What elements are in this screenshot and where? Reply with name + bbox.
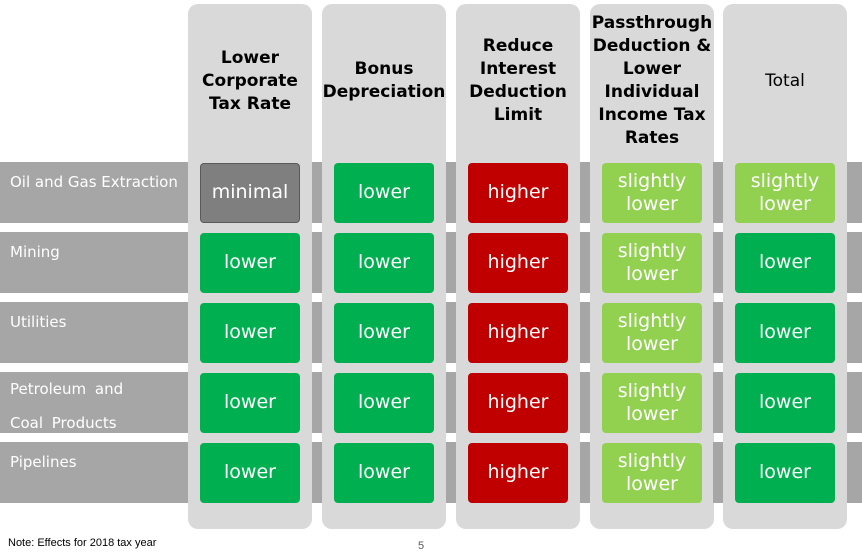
row-label: Pipelines: [10, 453, 77, 471]
column-header: Passthrough Deduction & Lower Individual…: [591, 13, 713, 148]
row-band: [312, 372, 322, 433]
effect-cell-lower: lower: [200, 232, 300, 293]
row-band: [312, 162, 322, 223]
effect-cell-lower: lower: [334, 372, 434, 433]
effect-cell-higher: higher: [468, 372, 568, 433]
page-number: 5: [418, 540, 425, 552]
row-band: [713, 302, 723, 363]
row-band: [847, 442, 862, 503]
effect-cell-slightly-lower: slightly lower: [602, 232, 702, 293]
column-header: Bonus Depreciation: [322, 59, 446, 102]
effect-cell-slightly-lower: slightly lower: [602, 162, 702, 223]
row-band: [847, 232, 862, 293]
row-band: [713, 162, 723, 223]
footnote: Note: Effects for 2018 tax year: [8, 537, 157, 549]
row-band: [446, 442, 456, 503]
row-band: [847, 302, 862, 363]
row-band: [446, 232, 456, 293]
effect-cell-slightly-lower: slightly lower: [735, 162, 835, 223]
row-band: [580, 372, 590, 433]
effect-cell-minimal: minimal: [200, 162, 300, 223]
effect-cell-lower: lower: [334, 162, 434, 223]
effect-cell-slightly-lower: slightly lower: [602, 442, 702, 503]
column-header: Reduce Interest Deduction Limit: [469, 36, 567, 125]
row-band: [312, 302, 322, 363]
column-header: Lower Corporate Tax Rate: [202, 47, 298, 114]
row-band: [312, 232, 322, 293]
effect-cell-slightly-lower: slightly lower: [602, 372, 702, 433]
row-label: Utilities: [10, 313, 67, 331]
effect-cell-higher: higher: [468, 162, 568, 223]
effect-cell-higher: higher: [468, 302, 568, 363]
effect-cell-lower: lower: [200, 372, 300, 433]
effect-cell-higher: higher: [468, 442, 568, 503]
effect-cell-lower: lower: [735, 302, 835, 363]
effect-cell-higher: higher: [468, 232, 568, 293]
row-band: [713, 232, 723, 293]
column-header: Total: [765, 70, 805, 91]
row-band: [0, 162, 188, 223]
effect-cell-slightly-lower: slightly lower: [602, 302, 702, 363]
row-band: [580, 162, 590, 223]
effect-cell-lower: lower: [200, 442, 300, 503]
row-band: [580, 302, 590, 363]
row-band: [580, 442, 590, 503]
effect-cell-lower: lower: [334, 302, 434, 363]
row-band: [0, 442, 188, 503]
row-band: [847, 372, 862, 433]
row-band: [847, 162, 862, 223]
row-label: Petroleum and Coal Products: [10, 380, 124, 432]
effect-cell-lower: lower: [200, 302, 300, 363]
effect-cell-lower: lower: [735, 232, 835, 293]
row-label: Oil and Gas Extraction: [10, 173, 178, 191]
effect-cell-lower: lower: [334, 232, 434, 293]
row-band: [580, 232, 590, 293]
row-label: Mining: [10, 243, 60, 261]
effect-cell-lower: lower: [334, 442, 434, 503]
row-band: [446, 162, 456, 223]
row-band: [446, 302, 456, 363]
effect-cell-lower: lower: [735, 442, 835, 503]
row-band: [713, 372, 723, 433]
row-band: [0, 372, 188, 433]
row-band: [0, 232, 188, 293]
row-band: [0, 302, 188, 363]
effect-cell-lower: lower: [735, 372, 835, 433]
row-band: [713, 442, 723, 503]
row-band: [446, 372, 456, 433]
row-band: [312, 442, 322, 503]
